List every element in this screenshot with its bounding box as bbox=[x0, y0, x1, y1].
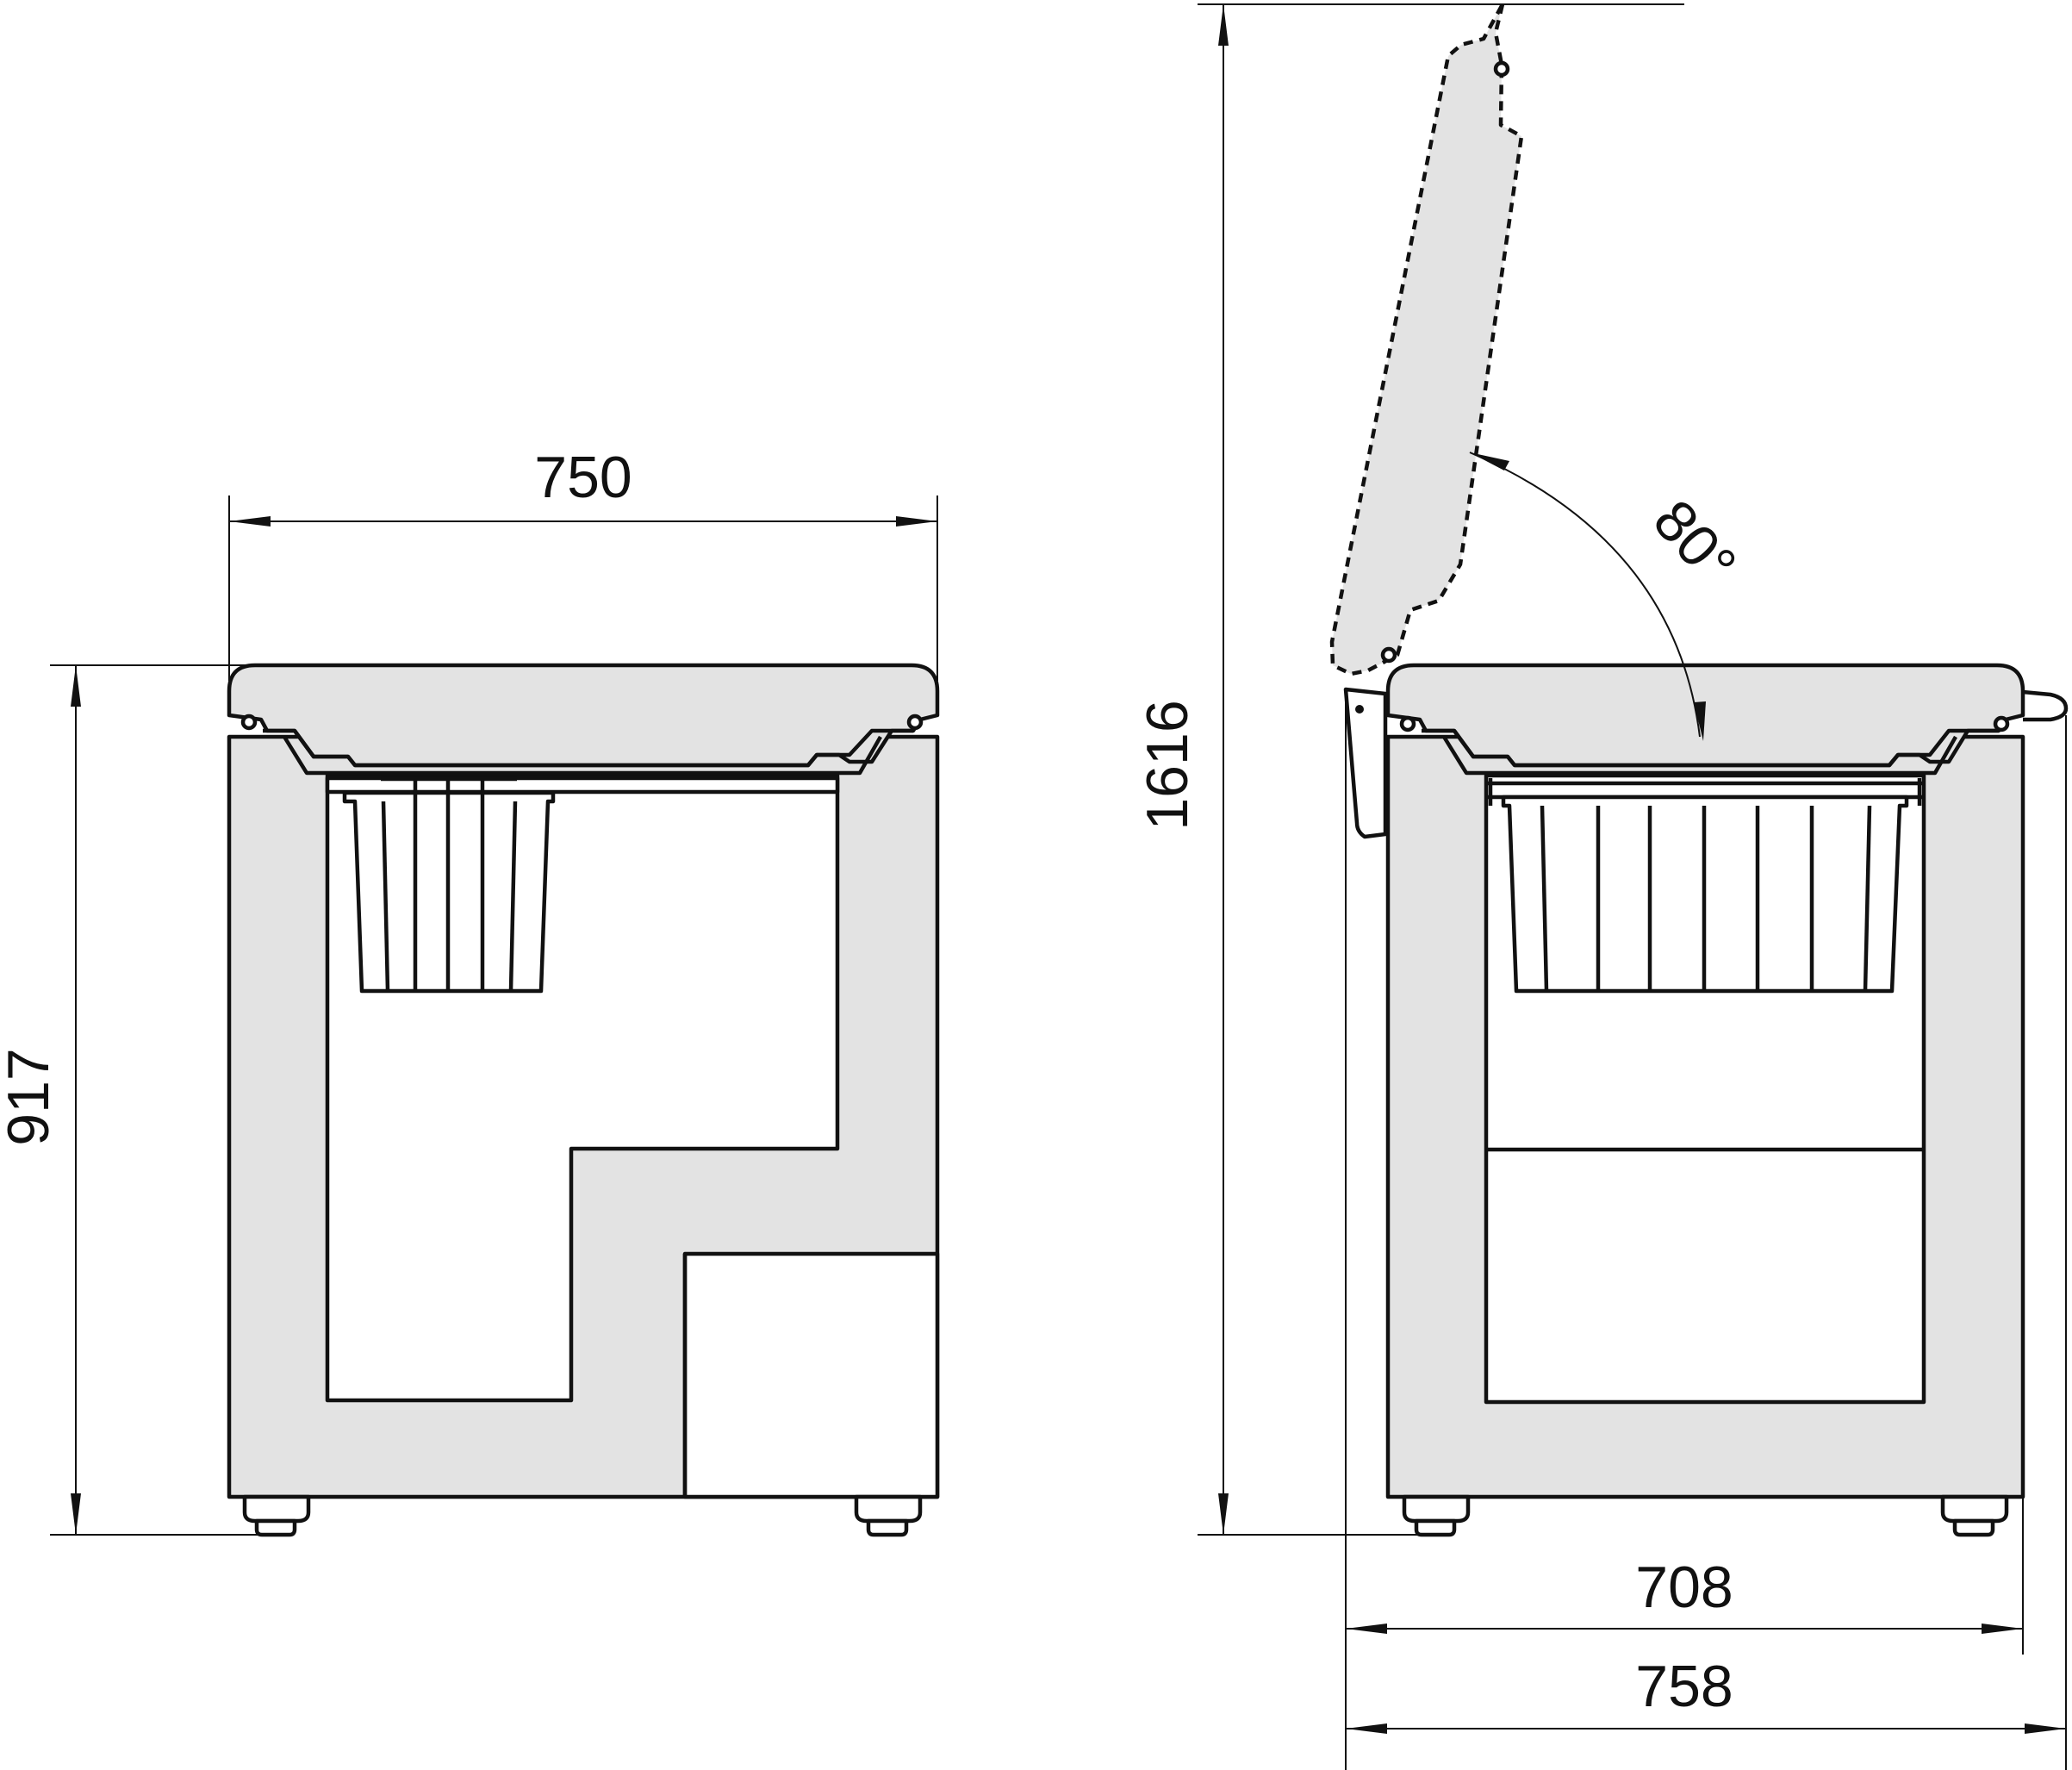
dimension-side-height: 1616 bbox=[1135, 3, 1684, 1536]
dimension-front-width: 750 bbox=[228, 445, 938, 681]
front-lid bbox=[227, 663, 940, 768]
side-hinge-left bbox=[1399, 715, 1416, 732]
dimension-label-758: 758 bbox=[1635, 1654, 1733, 1719]
dimension-label-917: 917 bbox=[0, 1048, 61, 1145]
front-foot-left bbox=[242, 1494, 311, 1537]
side-lid-open-hinge-top bbox=[1493, 60, 1510, 78]
side-basket bbox=[1488, 778, 1922, 994]
front-view: 750 917 bbox=[0, 445, 940, 1537]
side-foot-right bbox=[1940, 1494, 2009, 1537]
side-handle bbox=[2022, 689, 2069, 722]
side-lid-closed bbox=[1385, 663, 2025, 768]
dimension-label-1616: 1616 bbox=[1135, 700, 1200, 830]
dimension-front-height: 917 bbox=[0, 664, 293, 1536]
front-foot-right bbox=[854, 1494, 923, 1537]
side-view: 80° 1616 708 758 bbox=[1135, 2, 2069, 1770]
front-lid-seal bbox=[263, 728, 913, 768]
front-basket-rail bbox=[325, 776, 840, 795]
side-hinge-bracket bbox=[1343, 687, 1388, 839]
front-hinge-right bbox=[906, 714, 924, 731]
front-compressor-compartment bbox=[682, 1251, 940, 1499]
side-hinge-bracket-dot bbox=[1355, 705, 1364, 714]
front-basket bbox=[342, 776, 556, 994]
side-gasket-inner bbox=[1442, 735, 1957, 776]
front-gasket-inner bbox=[283, 735, 882, 776]
dimension-label-750: 750 bbox=[534, 445, 632, 510]
side-foot-left bbox=[1402, 1494, 1471, 1537]
dimension-label-708: 708 bbox=[1635, 1555, 1733, 1620]
side-lid-open-hinge-bottom bbox=[1380, 646, 1397, 664]
dimension-side-depth: 708 758 bbox=[1345, 689, 2067, 1770]
dimension-label-80deg: 80° bbox=[1640, 488, 1748, 597]
side-hinge-right bbox=[1993, 715, 2010, 732]
front-hinge-left bbox=[240, 714, 258, 731]
side-lid-open-outline bbox=[1329, 2, 1524, 676]
side-lid-seal bbox=[1422, 728, 1999, 768]
